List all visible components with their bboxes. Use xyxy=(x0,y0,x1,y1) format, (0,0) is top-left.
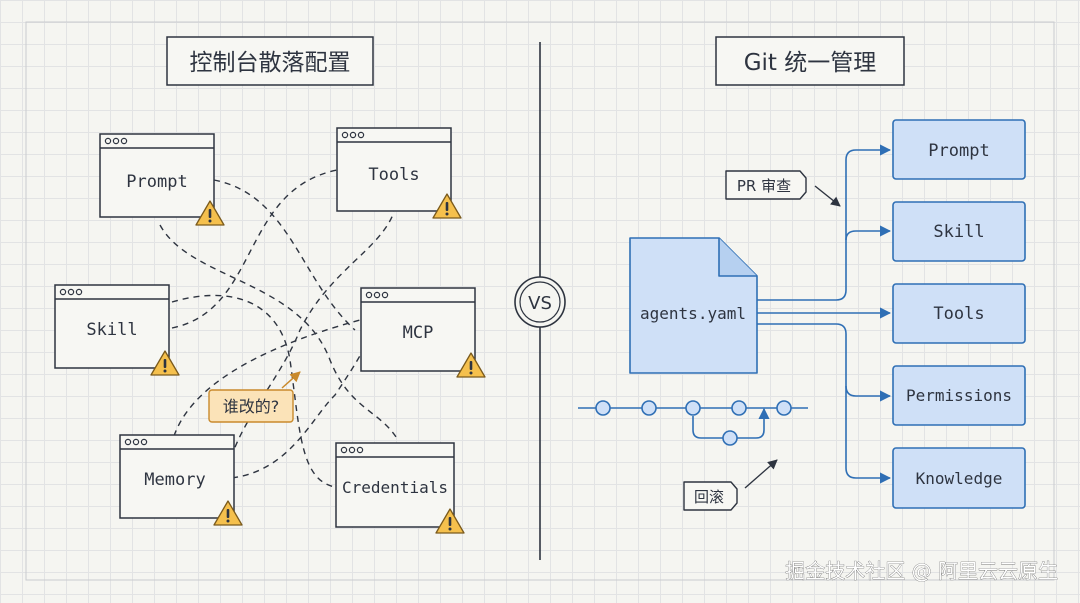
left-panel-title: 控制台散落配置 xyxy=(190,50,351,76)
vs-badge: VS xyxy=(514,276,566,328)
distribution-arrows xyxy=(757,144,892,484)
link-memory-mcp-2 xyxy=(231,351,363,479)
window-credentials[interactable]: Credentials xyxy=(335,442,465,534)
commit-node xyxy=(731,400,747,416)
link-memory-tools xyxy=(227,211,395,469)
link-prompt-credentials xyxy=(159,224,399,441)
watermark: 掘金技术社区 @ 阿里云云原生 xyxy=(785,559,1058,583)
commit-node xyxy=(776,400,792,416)
commit-node xyxy=(685,400,701,416)
agents-yaml-file[interactable]: agents.yaml xyxy=(629,237,758,374)
commit-node xyxy=(722,430,738,446)
target-tools[interactable]: Tools xyxy=(892,283,1026,344)
target-label: Knowledge xyxy=(916,469,1003,488)
window-label: Skill xyxy=(86,320,137,340)
target-label: Skill xyxy=(933,222,984,242)
right-panel-title: Git 统一管理 xyxy=(744,50,877,76)
window-label: MCP xyxy=(403,323,434,343)
target-skill[interactable]: Skill xyxy=(892,201,1026,262)
left-title-box: 控制台散落配置 xyxy=(166,36,374,86)
window-tools[interactable]: Tools xyxy=(336,127,462,219)
who-changed-callout: 谁改的? xyxy=(208,371,301,423)
commit-node xyxy=(595,400,611,416)
commit-node xyxy=(641,400,657,416)
window-memory[interactable]: Memory xyxy=(119,434,243,526)
target-label: Prompt xyxy=(928,141,989,161)
outer-frame xyxy=(25,21,1055,581)
file-name: agents.yaml xyxy=(640,304,746,323)
callout-text: 谁改的? xyxy=(223,397,280,416)
rollback-label: 回滚 xyxy=(694,488,724,506)
target-permissions[interactable]: Permissions xyxy=(892,365,1026,426)
window-label: Memory xyxy=(144,470,205,490)
pr-review-tag: PR 审查 xyxy=(725,170,841,207)
link-skill-credentials xyxy=(171,294,336,488)
window-label: Tools xyxy=(368,165,419,185)
target-prompt[interactable]: Prompt xyxy=(892,119,1026,180)
window-prompt[interactable]: Prompt xyxy=(99,133,225,226)
git-commit-timeline xyxy=(578,400,808,446)
vs-label: VS xyxy=(528,293,552,314)
window-mcp[interactable]: MCP xyxy=(360,287,486,378)
window-label: Prompt xyxy=(126,172,187,192)
link-skill-tools xyxy=(171,169,338,329)
target-label: Permissions xyxy=(906,386,1012,405)
pr-review-label: PR 审查 xyxy=(737,177,791,195)
rollback-tag: 回滚 xyxy=(683,459,778,511)
window-label: Credentials xyxy=(342,478,448,497)
target-label: Tools xyxy=(933,304,984,324)
window-skill[interactable]: Skill xyxy=(54,284,180,376)
target-knowledge[interactable]: Knowledge xyxy=(892,447,1026,509)
right-title-box: Git 统一管理 xyxy=(715,36,905,86)
link-prompt-mcp xyxy=(213,179,356,331)
tangled-connections xyxy=(159,169,399,488)
